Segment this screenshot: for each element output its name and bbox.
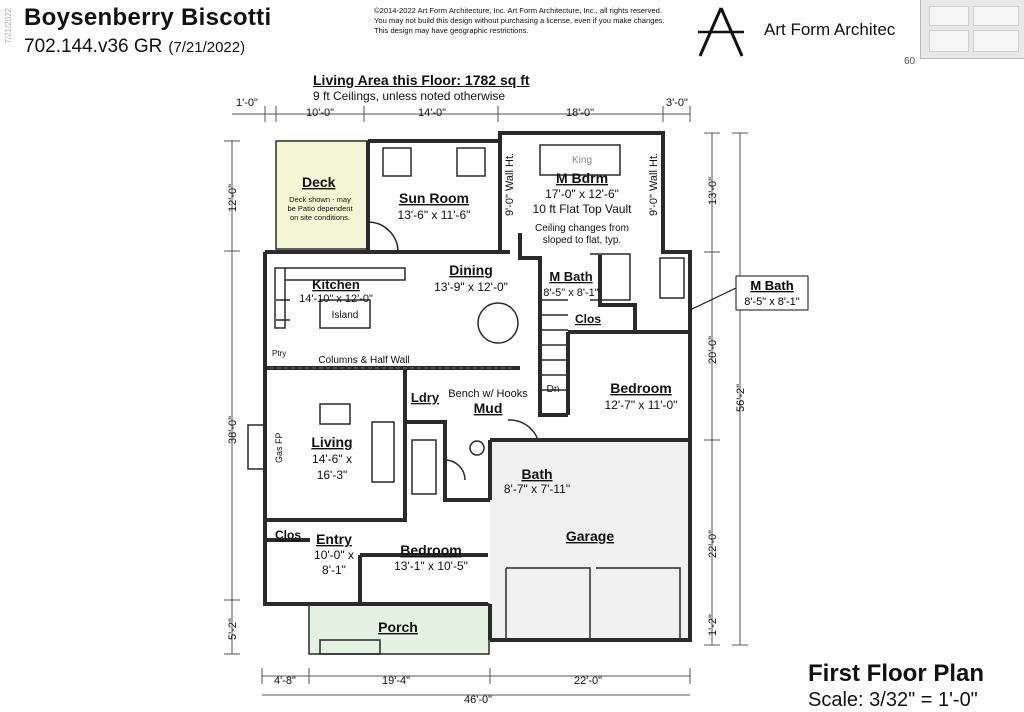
mbdrm-ceiling-note-2: sloped to flat, typ. [543, 235, 621, 246]
room-dining-name: Dining [449, 262, 493, 278]
plan-scale: Scale: 3/32" = 1'-0" [808, 689, 978, 711]
floor-plan-title: First Floor Plan [808, 660, 985, 687]
dim-left-2: 38'-0" [227, 416, 239, 444]
mbath-callout-size: 8'-5" x 8'-1" [744, 296, 800, 308]
copyright-notice: ©2014-2022 Art Form Architecture, Inc. A… [374, 6, 665, 35]
snap-tile-3[interactable] [929, 30, 969, 52]
room-entry-size-2: 8'-1" [322, 563, 346, 577]
dim-left-1: 12'-0" [227, 184, 239, 212]
plan-date: (7/21/2022) [168, 39, 246, 56]
room-bedroom3-name: Bedroom [400, 542, 461, 558]
wall-height-2: 9'-0" Wall Ht. [648, 153, 660, 216]
porch-fill [309, 602, 489, 654]
pantry-label: Ptry [272, 349, 286, 358]
room-living-size-1: 14'-6" x [312, 452, 352, 466]
dim-right-4: 22'-0" [707, 530, 719, 558]
columns-label: Columns & Half Wall [318, 355, 409, 366]
snap-tile-4[interactable] [973, 30, 1019, 52]
dim-top-5: 3'-0" [666, 97, 688, 109]
plan-code: 702.144.v36 GR (7/21/2022) [24, 36, 245, 58]
dim-top-3: 14'-0" [418, 107, 446, 119]
living-area-label: Living Area this Floor: 1782 sq ft [313, 72, 530, 88]
dim-bot-3: 22'-0" [574, 675, 602, 687]
deck-note-2: be Patio dependent [287, 204, 353, 213]
room-bedroom2-size: 12'-7" x 11'-0" [605, 398, 678, 412]
room-entry-name: Entry [316, 531, 352, 547]
room-mbdrm-note: 10 ft Flat Top Vault [533, 202, 633, 216]
deck-fill [276, 141, 368, 249]
room-garage-name: Garage [566, 528, 614, 544]
snap-tile-1[interactable] [929, 6, 969, 26]
room-deck-name: Deck [302, 174, 336, 190]
dim-top-2: 10'-0" [306, 107, 334, 119]
room-mbdrm-size: 17'-0" x 12'-6" [545, 187, 619, 201]
deck-note-1: Deck shown - may [289, 195, 351, 204]
ceiling-note: 9 ft Ceilings, unless noted otherwise [313, 89, 506, 103]
mbath-callout-leader [689, 287, 737, 311]
room-mbath-name: M Bath [549, 269, 592, 284]
dim-right-5: 1'-2" [707, 614, 719, 636]
room-mud-name: Mud [474, 400, 503, 416]
dim-top-4: 18'-0" [566, 107, 594, 119]
room-entry-clos-name: Clos [275, 528, 301, 542]
room-bath-size: 8'-7" x 7'-11" [504, 482, 570, 496]
window-snap-panel[interactable] [920, 0, 1024, 59]
dim-bot-4: 46'-0" [464, 694, 492, 706]
wall-height-1: 9'-0" Wall Ht. [504, 153, 516, 216]
room-bath-name: Bath [521, 466, 552, 482]
bed-king-label: King [572, 155, 592, 166]
gas-fireplace-label: Gas FP [274, 432, 284, 463]
room-kitchen-name: Kitchen [312, 277, 360, 292]
mbath-callout-box [735, 275, 809, 311]
room-bedroom2-name: Bedroom [610, 380, 671, 396]
room-mbdrm-name: M Bdrm [556, 170, 608, 186]
plan-code-text: 702.144.v36 GR [24, 36, 163, 57]
dim-right-2: 20'-0" [707, 336, 719, 364]
room-living-size-2: 16'-3" [317, 468, 348, 482]
mbath-callout-name: M Bath [750, 278, 793, 293]
company-logo-icon [698, 7, 744, 57]
deck-note-3: on site conditions. [290, 213, 350, 222]
dim-bot-2: 19'-4" [382, 675, 410, 687]
room-porch-name: Porch [378, 619, 418, 635]
plan-title: Boysenberry Biscotti [24, 4, 272, 31]
snap-tile-2[interactable] [973, 6, 1019, 26]
dim-left-3: 5'-2" [227, 618, 239, 640]
dim-bot-1: 4'-8" [274, 675, 296, 687]
brand-name: Art Form Architec [764, 20, 896, 39]
room-sunroom-name: Sun Room [399, 190, 469, 206]
room-mbath-size: 8'-5" x 8'-1" [543, 287, 599, 299]
code-fragment: 60 [904, 56, 916, 67]
room-laundry-name: Ldry [411, 390, 440, 405]
room-sunroom-size: 13'-6" x 11'-6" [398, 208, 471, 222]
stair-down-label: Dn [547, 384, 560, 395]
dimension-lines [224, 106, 748, 696]
room-bedroom3-size: 13'-1" x 10'-5" [394, 559, 468, 573]
fixtures [247, 140, 685, 655]
dim-right-3: 56'-2" [735, 384, 747, 412]
dim-top-1: 1'-0" [236, 97, 258, 109]
mud-bench-label: Bench w/ Hooks [448, 388, 528, 400]
mbdrm-ceiling-note-1: Ceiling changes from [535, 223, 629, 234]
room-entry-size-1: 10'-0" x [314, 548, 354, 562]
room-living-name: Living [311, 434, 352, 450]
dim-right-1: 13'-0" [707, 177, 719, 205]
room-kitchen-size: 14'-10" x 12'-0" [299, 293, 373, 305]
garage-fill [490, 441, 688, 641]
kitchen-island-label: Island [332, 310, 359, 321]
room-mclos-name: Clos [575, 312, 601, 326]
room-dining-size: 13'-9" x 12'-0" [434, 280, 508, 294]
